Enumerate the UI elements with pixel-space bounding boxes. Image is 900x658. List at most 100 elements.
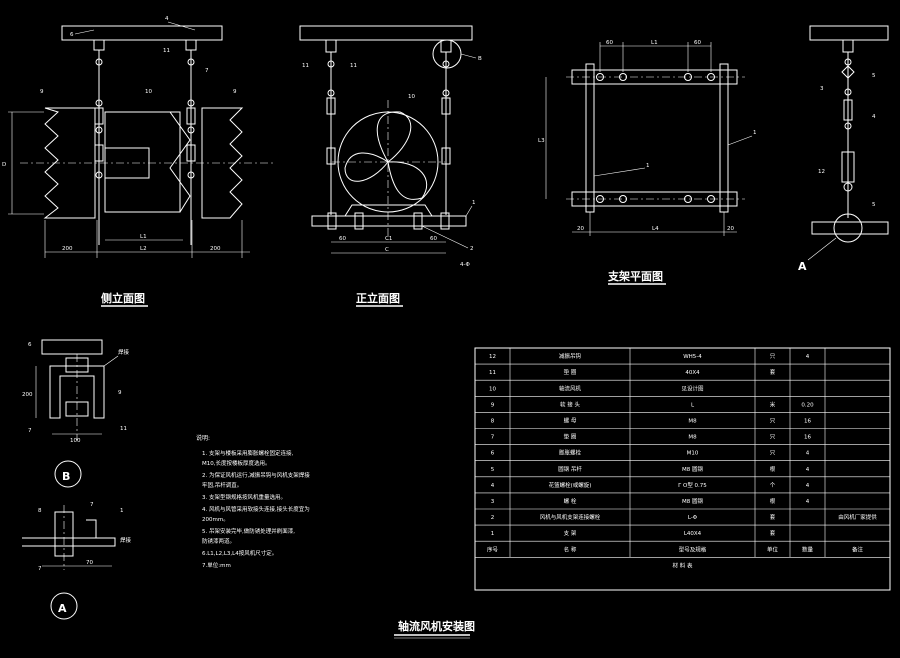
note-line: 4. 风机与风管采用软接头连接,接头长度宜为 (202, 505, 310, 513)
table-cell: 根 (770, 465, 776, 473)
table-cell: 支 架 (564, 529, 577, 537)
table-header-cell: 单位 (767, 545, 779, 553)
table-cell: 套 (770, 529, 776, 537)
detail-b-label: B (62, 470, 70, 483)
notes-heading: 说明: (196, 434, 210, 442)
ceiling-slab-front (299, 25, 473, 41)
dim-b-100: 100 (70, 438, 81, 444)
callout-10-front: 10 (408, 94, 415, 100)
fan-casing (104, 111, 181, 213)
table-cell: M8 (688, 418, 697, 424)
table-cell: 膨胀螺栓 (559, 449, 582, 457)
support-plan-view: 60 L1 60 L3 20 L4 20 1 1 支架平面图 (538, 40, 757, 285)
table-cell: 套 (770, 513, 776, 521)
side-elevation-view: D 200 L1 L2 200 4 6 11 7 9 10 9 侧立面图 (2, 16, 275, 307)
callout-5-hd-b: 5 (872, 202, 876, 208)
dim-a-70: 70 (86, 560, 93, 566)
table-cell: 套 (770, 368, 776, 376)
callout-weld-a: 焊接 (120, 536, 132, 544)
notes-block: 说明: 1. 支架与楼板采用膨胀螺栓固定连接, M10,长度按楼板厚度选用。 2… (196, 434, 310, 569)
dim-l1: L1 (140, 234, 147, 240)
table-cell: 根 (770, 497, 776, 505)
table-header-cell: 名 称 (564, 545, 577, 553)
table-cell: 40X4 (685, 370, 700, 376)
detail-a-view: 70 8 7 1 焊接 7 A (22, 502, 132, 620)
dim-plan-60a: 60 (606, 40, 613, 46)
dim-left-200: 200 (62, 246, 73, 252)
table-footer: 材 料 表 (673, 561, 693, 569)
table-cell: 4 (491, 483, 495, 489)
note-line: M10,长度按楼板厚度选用。 (202, 459, 271, 467)
table-cell: 11 (489, 370, 496, 376)
table-cell: 只 (770, 353, 776, 360)
callout-9-b: 9 (118, 390, 122, 396)
table-header-cell: 备注 (852, 545, 864, 553)
dim-b-200: 200 (22, 392, 33, 398)
table-cell: 垫 圈 (564, 433, 577, 441)
table-cell: M10 (687, 451, 699, 457)
front-hanger-fittings (326, 60, 451, 165)
callout-4-hd: 4 (872, 114, 876, 120)
table-cell: 只 (770, 450, 776, 457)
callout-1-front: 1 (472, 200, 476, 206)
callout-11-front-r: 11 (350, 63, 357, 69)
callout-b-front: B (478, 56, 482, 62)
table-cell: 4 (806, 467, 810, 473)
table-cell: M8 圆钢 (682, 497, 703, 505)
flex-connector-left (43, 107, 96, 219)
table-cell: WH5-4 (683, 354, 702, 360)
table-header-cell: 数量 (802, 545, 814, 553)
note-line: 6.L1,L2,L3,L4按风机尺寸定。 (202, 549, 277, 557)
note-line: 7.单位:mm (202, 561, 231, 569)
table-header-cell: 序号 (487, 545, 499, 553)
dim-right-200: 200 (210, 246, 221, 252)
drawing-title: 轴流风机安装图 (398, 619, 475, 633)
callout-2-front: 2 (470, 246, 474, 252)
hanger-right (185, 39, 197, 245)
table-cell: 8 (491, 418, 495, 424)
table-cell: 软 接 头 (560, 400, 580, 408)
table-cell: M8 圆钢 (682, 465, 703, 473)
dim-front-60b: 60 (430, 236, 437, 242)
callout-11: 11 (163, 48, 170, 54)
callout-11-b: 11 (120, 426, 127, 432)
table-cell: 螺 母 (564, 416, 577, 424)
callout-a-hd: A (798, 260, 807, 273)
plan-view-title: 支架平面图 (607, 269, 663, 283)
callout-4: 4 (165, 16, 169, 22)
callout-11-front-l: 11 (302, 63, 309, 69)
table-cell: 4 (806, 499, 810, 505)
front-support-frame (311, 215, 467, 227)
table-cell: 减振吊钩 (559, 352, 582, 360)
table-cell: 3 (491, 499, 495, 505)
dim-front-c1: C1 (385, 236, 392, 242)
ceiling-slab (61, 25, 223, 41)
callout-7-b: 7 (28, 428, 32, 434)
table-cell: 16 (804, 435, 811, 441)
dim-plan-20b: 20 (727, 226, 734, 232)
callout-8-a: 8 (38, 508, 42, 514)
table-cell: 轴流风机 (559, 384, 582, 392)
callout-7-a-b: 7 (38, 566, 42, 572)
table-cell: 见设计图 (681, 384, 704, 392)
table-cell: M8 (688, 435, 697, 441)
dim-l2: L2 (140, 246, 147, 252)
note-line: 3. 支架型钢规格按风机重量选用。 (202, 493, 286, 501)
table-cell: 由风机厂家提供 (838, 513, 877, 521)
callout-1-a: 1 (120, 508, 124, 514)
callout-1-plan: 1 (753, 130, 757, 136)
table-cell: 2 (491, 515, 495, 521)
callout-weld-b: 焊接 (118, 348, 130, 356)
vibration-hook (841, 151, 855, 183)
detail-b-marker (432, 39, 462, 69)
detail-a-marker (833, 213, 863, 243)
dim-plan-l4: L4 (652, 226, 659, 232)
note-line: 200mm。 (202, 517, 229, 523)
front-elevation-view: 60 C1 60 C 4-Φ 11 11 B 10 1 2 正立面图 (299, 25, 482, 307)
table-cell: 10 (489, 386, 496, 392)
table-cell: 4 (806, 483, 810, 489)
note-line: 2. 为保证风机运行,减振吊钩与风机支架焊接 (202, 471, 310, 479)
side-view-title: 侧立面图 (101, 291, 145, 305)
dim-front-hole: 4-Φ (460, 262, 470, 268)
table-cell: 个 (770, 482, 776, 489)
